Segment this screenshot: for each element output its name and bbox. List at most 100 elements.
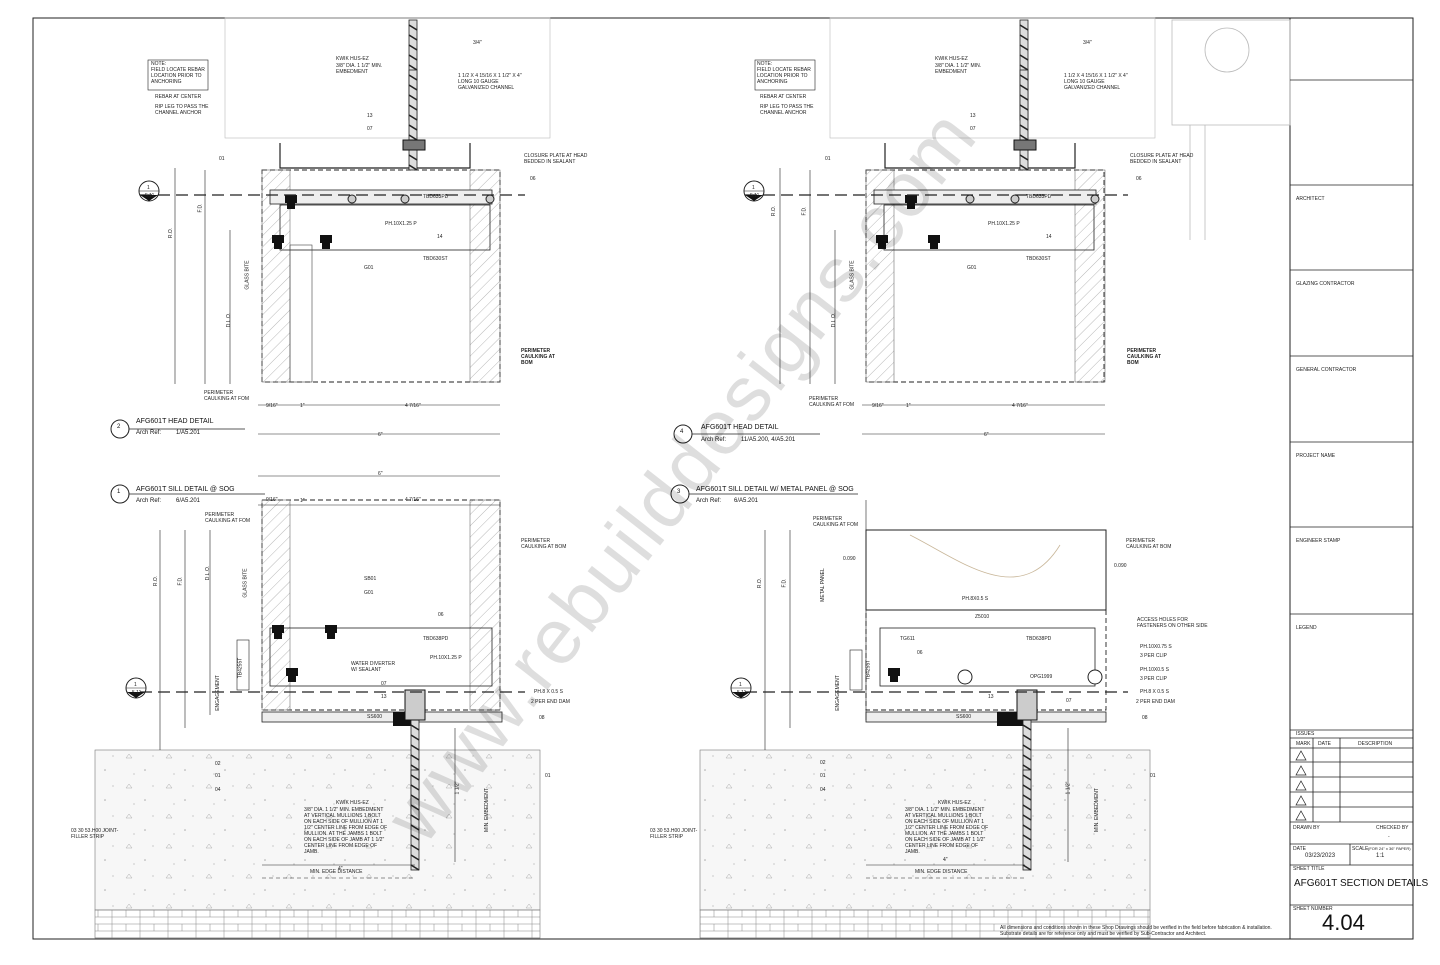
sheet-number: 4.04 [1322, 910, 1365, 935]
fd-label: F.D. [197, 203, 204, 213]
channel-label: 1 1/2 X 4 15/16 X 1 1/2" X 4" LONG 10 GA… [458, 73, 522, 91]
metal-panel-label: METAL PANEL [819, 568, 826, 602]
fd-label: F.D. [801, 206, 808, 216]
section-tag-ref: 5.11 [132, 690, 142, 696]
min-embed-label: MIN. EMBEDMENT [483, 788, 490, 832]
issues-label: ISSUES [1296, 731, 1315, 737]
tag-01: 01 [215, 773, 221, 779]
date-col: DATE [1318, 741, 1331, 747]
tag-07: 07 [381, 681, 387, 687]
tag-14: 14 [437, 234, 443, 240]
tag-g01: G01 [967, 265, 977, 271]
section-tag-number: 1 [147, 185, 150, 191]
perimeter-fom-label: PERIMETER CAULKING AT FOM [813, 516, 859, 528]
glass-bite-label: GLASS BITE [244, 260, 251, 290]
part-tbd638: TBD638PD [423, 636, 449, 642]
part-tb4255: TB4255T [865, 659, 872, 681]
general-label: GENERAL CONTRACTOR [1296, 367, 1357, 373]
detail-ref-label: Arch Ref: [136, 498, 162, 504]
part-tbd630: TBD630ST [1026, 256, 1051, 262]
min-embed-label: MIN. EMBEDMENT [1093, 788, 1100, 832]
date-label: DATE [1293, 846, 1306, 852]
detail-number: 3 [677, 489, 681, 495]
detail-ref: 6/A5.201 [734, 498, 759, 504]
part-z5010: Z5010 [975, 614, 990, 620]
engagement-label: ENGAGEMENT [214, 675, 221, 711]
detail-ref-label: Arch Ref: [136, 430, 162, 436]
head-detail-left [110, 17, 551, 439]
anchor-note: 3/8" DIA. 1 1/2" MIN. EMBEDMENT AT VERTI… [905, 807, 989, 855]
tag-07: 07 [1066, 698, 1072, 704]
detail-number: 2 [117, 424, 121, 430]
sheet-title: AFG601T SECTION DETAILS [1294, 878, 1429, 889]
dim-6: 6" [378, 471, 383, 477]
scale-note: (FOR 24" x 36" PAPER) [1368, 846, 1411, 851]
perimeter-bom-label: PERIMETER CAULKING AT BOM [521, 538, 567, 550]
part-ss600: SS600 [956, 714, 972, 720]
section-tag-ref: 5.11 [145, 193, 155, 199]
tag-06: 06 [917, 650, 923, 656]
section-tag-number: 1 [739, 682, 742, 688]
glazing-label: GLAZING CONTRACTOR [1296, 281, 1355, 287]
head-detail-right [673, 17, 1291, 444]
checked-by-value: - [1388, 834, 1390, 840]
title-block-grid [1290, 79, 1413, 906]
detail-title: AFG601T HEAD DETAIL [701, 424, 779, 431]
dlo-label: D.L.O. [205, 565, 212, 581]
dim-916: 9/16" [266, 403, 278, 409]
tag-14: 14 [1046, 234, 1052, 240]
mark-col: MARK [1296, 741, 1311, 747]
tag-g01: G01 [364, 265, 374, 271]
end-dam-label: 2 PER END DAM [1136, 699, 1175, 705]
detail-ref-label: Arch Ref: [696, 498, 722, 504]
tag-01: 01 [820, 773, 826, 779]
description-col: DESCRIPTION [1358, 741, 1393, 747]
screw-label: PH.10X1.25 P [430, 655, 462, 661]
perimeter-bom-label: PERIMETER CAULKING AT BOM [1126, 538, 1172, 550]
detail-title: AFG601T SILL DETAIL W/ METAL PANEL @ SOG [696, 486, 854, 493]
tag-06: 06 [1136, 176, 1142, 182]
anchor-note: 3/8" DIA. 1 1/2" MIN. EMBEDMENT [336, 63, 383, 75]
screw-ph10-5: PH.10X0.5 S [1140, 667, 1169, 673]
tag-13: 13 [381, 694, 387, 700]
end-dam-label: 2 PER END DAM [531, 699, 570, 705]
perimeter-fom-label: PERIMETER CAULKING AT FOM [809, 396, 855, 408]
tag-01: 01 [545, 773, 551, 779]
screw-label: PH.10X1.25 P [988, 221, 1020, 227]
detail-ref-label: Arch Ref: [701, 437, 727, 443]
anchor-label: KWIK HUS-EZ [336, 800, 369, 806]
note-title: NOTE: [757, 61, 773, 67]
issue-triangles [1295, 750, 1307, 821]
detail-ref: 1/A5.201 [176, 430, 201, 436]
anchor-note: 3/8" DIA. 1 1/2" MIN. EMBEDMENT AT VERTI… [304, 807, 388, 855]
checked-by-label: CHECKED BY [1376, 825, 1409, 831]
water-diverter-label: WATER DIVERTER W/ SEALANT [351, 661, 396, 673]
dim-1: 1" [300, 403, 305, 409]
joint-filler-label: 03 30 53.H00 JOINT-FILLER STRIP [650, 828, 698, 840]
anchor-label: KWIK HUS-EZ [935, 56, 968, 62]
dim-6: 6" [378, 432, 383, 438]
note-title: NOTE: [151, 61, 167, 67]
detail-number: 4 [680, 429, 684, 435]
part-g01: G01 [364, 590, 374, 596]
detail-title: AFG601T SILL DETAIL @ SOG [136, 486, 235, 493]
panel-gap-label: 0.090 [843, 556, 856, 562]
dim-4: 4" [943, 857, 948, 863]
rebar-center-label: REBAR AT CENTER [760, 94, 807, 100]
note-body: FIELD LOCATE REBAR LOCATION PRIOR TO ANC… [151, 67, 205, 85]
dim-4716: 4 7/16" [405, 497, 421, 503]
sheet-number-label: SHEET NUMBER [1293, 906, 1333, 912]
footer-note: All dimensions and conditions shown in t… [1000, 925, 1272, 937]
section-tag-number: 1 [134, 682, 137, 688]
tag-13: 13 [988, 694, 994, 700]
tag-04: 04 [820, 787, 826, 793]
access-holes-label: ACCESS HOLES FOR FASTENERS ON OTHER SIDE [1137, 617, 1208, 629]
sheet-title-label: SHEET TITLE [1293, 866, 1325, 872]
drawn-by-label: DRAWN BY [1293, 825, 1320, 831]
detail-ref: 11/A5.200, 4/A5.201 [741, 437, 796, 443]
screw-label: PH.10X1.25 P [385, 221, 417, 227]
perimeter-fom-label: PERIMETER CAULKING AT FOM [205, 512, 251, 524]
dim-1: 1" [300, 498, 305, 504]
dlo-label: D.L.O. [226, 312, 233, 328]
